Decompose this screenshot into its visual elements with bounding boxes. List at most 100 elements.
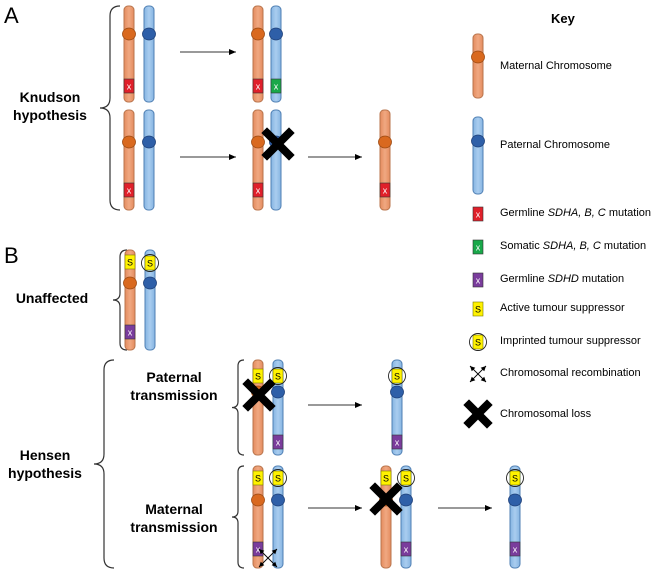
bp1-germline-sdhd-mutation: x bbox=[272, 434, 284, 450]
bm1-imprinted-suppressor-ring bbox=[269, 469, 287, 487]
bm3-imprinted-suppressor-ring bbox=[506, 469, 524, 487]
bp1-active-suppressor: S bbox=[252, 368, 264, 384]
bm2-germline-sdhd-mutation-box bbox=[400, 541, 412, 557]
a3-paternal-chromosome-centromere bbox=[142, 135, 156, 149]
bm1-imprinted-suppressor-box bbox=[272, 470, 284, 486]
paternal-transmission-label: Paternal transmission bbox=[118, 368, 230, 404]
bm2-germline-sdhd-mutation: x bbox=[400, 541, 412, 557]
a5-germline-sdha-mutation: x bbox=[379, 182, 391, 198]
a2-germline-sdha-mutation-mark: x bbox=[256, 82, 261, 92]
key-paternal-chromosome-icon bbox=[471, 116, 485, 195]
brace-unaffected bbox=[112, 249, 128, 351]
key-maternal-chromosome-icon-centromere bbox=[471, 50, 485, 64]
a4-paternal-chromosome bbox=[269, 109, 283, 211]
key-somatic-sdha-icon-mark: x bbox=[476, 243, 481, 253]
bm2-active-suppressor-box bbox=[380, 470, 392, 486]
key-title: Key bbox=[551, 11, 575, 26]
a3-germline-sdha-mutation-box bbox=[123, 182, 135, 198]
b-unaffected-active-suppressor: S bbox=[124, 254, 136, 270]
b-unaffected-paternal-chromosome bbox=[143, 249, 157, 351]
key-active-suppressor-icon: S bbox=[472, 301, 484, 317]
bm3-paternal-chromosome-centromere bbox=[508, 493, 522, 507]
a2-maternal-chromosome-centromere bbox=[251, 27, 265, 41]
bm2-active-suppressor-mark: S bbox=[383, 474, 389, 484]
bm1-imprinted-suppressor: S bbox=[269, 469, 287, 487]
key-recombination-label: Chromosomal recombination bbox=[500, 367, 641, 379]
unaffected-label: Unaffected bbox=[15, 290, 89, 306]
panel-label-a: A bbox=[4, 3, 19, 28]
bm3-imprinted-suppressor-box bbox=[509, 470, 521, 486]
key-maternal-chromosome-icon-body bbox=[472, 33, 484, 99]
b-unaffected-active-suppressor-box bbox=[124, 254, 136, 270]
bm2-chromosomal-loss bbox=[369, 482, 403, 516]
a4-germline-sdha-mutation: x bbox=[252, 182, 264, 198]
a2-somatic-sdha-mutation-mark: x bbox=[274, 82, 279, 92]
bm3-imprinted-suppressor-mark: S bbox=[512, 474, 518, 484]
key-somatic-sdha-icon-box bbox=[472, 239, 484, 255]
a2-germline-sdha-mutation-box bbox=[252, 78, 264, 94]
maternal-transmission-label: Maternal transmission bbox=[118, 500, 230, 536]
bm2-germline-sdhd-mutation-mark: x bbox=[404, 545, 409, 555]
knudson-line-1: Knudson bbox=[19, 89, 81, 105]
bp2-imprinted-suppressor-box bbox=[391, 368, 403, 384]
key-imprinted-suppressor-icon-mark: S bbox=[475, 338, 481, 348]
bm1-germline-sdhd-mutation: x bbox=[252, 541, 264, 557]
b-unaffected-imprinted-suppressor: S bbox=[141, 254, 159, 272]
key-maternal-label: Maternal Chromosome bbox=[500, 60, 612, 72]
bm2-imprinted-suppressor-box bbox=[400, 470, 412, 486]
bm1-chromosomal-recombination-b bbox=[258, 548, 278, 568]
key-germline-sdhd-label: Germline SDHD mutation bbox=[500, 273, 625, 285]
knudson-line-2: hypothesis bbox=[13, 107, 87, 123]
bm1-paternal-chromosome-centromere bbox=[271, 493, 285, 507]
b-unaffected-germline-sdhd-mutation-mark: x bbox=[128, 328, 133, 338]
a5-maternal-chromosome-centromere bbox=[378, 135, 392, 149]
bm3-germline-sdhd-mutation: x bbox=[509, 541, 521, 557]
bm3-germline-sdhd-mutation-mark: x bbox=[513, 545, 518, 555]
key-active-suppressor-icon-box bbox=[472, 301, 484, 317]
maternal-line-1: Maternal bbox=[145, 501, 203, 517]
key-paternal-chromosome-icon-centromere bbox=[471, 134, 485, 148]
a1-maternal-chromosome-centromere bbox=[122, 27, 136, 41]
key-germline-sdhd-icon-mark: x bbox=[476, 276, 481, 286]
a4-chromosomal-loss-b bbox=[261, 127, 295, 161]
a2-somatic-sdha-mutation: x bbox=[270, 78, 282, 94]
key-maternal-chromosome-icon bbox=[471, 33, 485, 99]
b-unaffected-paternal-chromosome-body bbox=[144, 249, 156, 351]
a4-maternal-chromosome-centromere bbox=[251, 135, 265, 149]
bm1-chromosomal-recombination bbox=[258, 548, 278, 568]
a4-chromosomal-loss bbox=[261, 127, 295, 161]
key-somatic-sdha-label: Somatic SDHA, B, C mutation bbox=[500, 240, 647, 252]
a1-germline-sdha-mutation-mark: x bbox=[127, 82, 132, 92]
b-unaffected-imprinted-suppressor-ring bbox=[141, 254, 159, 272]
key-imprinted-suppressor-icon: S bbox=[469, 333, 487, 351]
bm2-active-suppressor: S bbox=[380, 470, 392, 486]
key-active-suppressor-label: Active tumour suppressor bbox=[500, 302, 625, 314]
a3-germline-sdha-mutation: x bbox=[123, 182, 135, 198]
bm2-imprinted-suppressor-mark: S bbox=[403, 474, 409, 484]
key-germline-sdha-icon-mark: x bbox=[476, 210, 481, 220]
key-loss-icon-b bbox=[463, 399, 493, 429]
a1-germline-sdha-mutation: x bbox=[123, 78, 135, 94]
key-paternal-label: Paternal Chromosome bbox=[500, 139, 611, 151]
bp1-imprinted-suppressor: S bbox=[269, 367, 287, 385]
bp1-maternal-chromosome-body bbox=[252, 359, 264, 456]
a3-germline-sdha-mutation-mark: x bbox=[127, 186, 132, 196]
key-imprinted-suppressor-icon-box bbox=[472, 334, 484, 350]
bm3-imprinted-suppressor: S bbox=[506, 469, 524, 487]
bp1-chromosomal-loss-b bbox=[242, 378, 276, 412]
maternal-line-2: transmission bbox=[130, 519, 218, 535]
bp1-imprinted-suppressor-ring bbox=[269, 367, 287, 385]
bp1-germline-sdhd-mutation-box bbox=[272, 434, 284, 450]
a1-germline-sdha-mutation-box bbox=[123, 78, 135, 94]
a1-paternal-chromosome-centromere bbox=[142, 27, 156, 41]
key-loss-label: Chromosomal loss bbox=[500, 408, 592, 420]
key-germline-sdha-icon: x bbox=[472, 206, 484, 222]
brace-hensen bbox=[93, 359, 115, 569]
bm1-active-suppressor-box bbox=[252, 470, 264, 486]
bm2-imprinted-suppressor-ring bbox=[397, 469, 415, 487]
bm3-germline-sdhd-mutation-box bbox=[509, 541, 521, 557]
bm2-imprinted-suppressor: S bbox=[397, 469, 415, 487]
bm2-chromosomal-loss-b bbox=[369, 482, 403, 516]
a2-germline-sdha-mutation: x bbox=[252, 78, 264, 94]
